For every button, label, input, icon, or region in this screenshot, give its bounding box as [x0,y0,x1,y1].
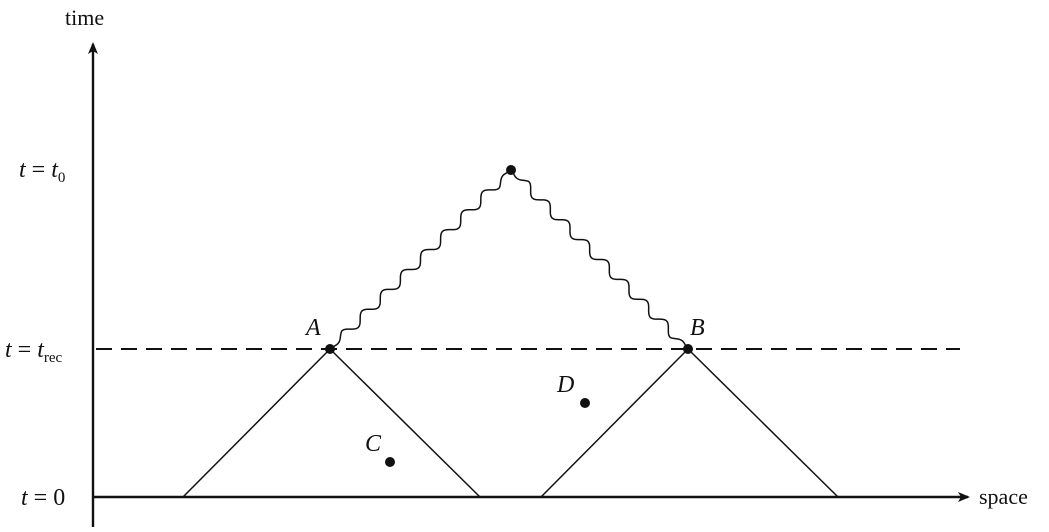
point-c [385,457,395,467]
photon-path-b [510,169,689,350]
point-b [683,344,693,354]
point-d-label: D [556,372,574,398]
tick-zero-eq: = [28,485,54,511]
observer-point [506,165,516,175]
point-a-label: A [304,315,321,341]
tick-trec-eq: = [12,337,38,363]
point-b-label: B [690,315,705,341]
past-light-cone-a [182,347,481,498]
tick-label-t0: t = t0 [19,157,65,186]
point-a [325,344,335,354]
tick-zero-lhs: t [21,485,29,511]
point-c-label: C [365,431,382,457]
tick-t0-eq: = [26,157,52,183]
tick-t0-var: t [51,157,59,183]
tick-trec-sub: rec [44,350,63,366]
tick-trec-lhs: t [5,337,13,363]
past-light-cone-b [540,347,839,498]
tick-zero-val: 0 [53,485,65,511]
time-axis-label: time [65,5,104,30]
space-axis-label: space [979,484,1028,509]
tick-t0-sub: 0 [58,170,66,186]
tick-label-trec: t = trec [5,337,63,366]
photon-path-a [329,169,512,350]
tick-trec-var: t [37,337,45,363]
tick-t0-lhs: t [19,157,27,183]
tick-label-zero: t = 0 [21,485,65,511]
point-d [580,398,590,408]
